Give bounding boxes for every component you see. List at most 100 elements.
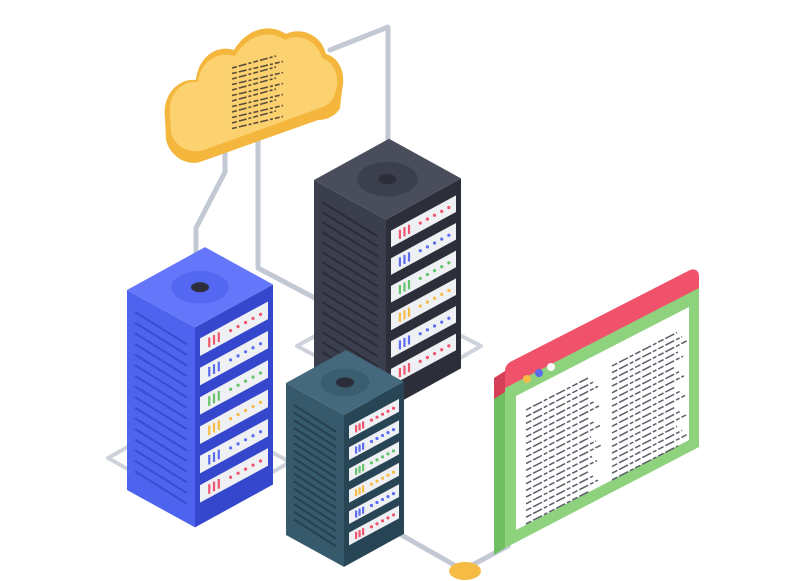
drive-bay bbox=[391, 250, 456, 303]
window-text-line bbox=[525, 396, 590, 431]
drive-indicator-bar bbox=[358, 529, 361, 538]
server-vent-line bbox=[134, 406, 188, 441]
server-vent-line bbox=[321, 251, 379, 288]
drive-led bbox=[440, 265, 444, 269]
drive-led bbox=[243, 438, 248, 442]
server-vent-line bbox=[321, 261, 379, 298]
drive-indicator-bar bbox=[212, 481, 216, 492]
window-text-line bbox=[525, 475, 594, 512]
drive-led bbox=[369, 482, 374, 486]
cloud-icon bbox=[164, 28, 344, 163]
drive-led bbox=[432, 241, 437, 245]
drive-led bbox=[375, 415, 379, 419]
drive-led bbox=[258, 342, 263, 346]
server-vent-line bbox=[321, 201, 379, 238]
drive-indicator-bar bbox=[403, 365, 406, 375]
drive-led bbox=[369, 525, 374, 529]
server-vent-line bbox=[321, 241, 379, 278]
drive-led bbox=[418, 332, 422, 336]
drive-led bbox=[391, 470, 396, 474]
server-vent-line bbox=[134, 311, 188, 346]
drive-bay bbox=[349, 484, 399, 525]
drive-indicator-bar bbox=[355, 531, 358, 539]
window-text-line bbox=[611, 410, 682, 448]
drive-led bbox=[380, 412, 385, 416]
drive-indicator-bar bbox=[358, 465, 361, 474]
drive-led bbox=[243, 379, 248, 383]
cloud-top-face bbox=[169, 34, 338, 152]
drive-led bbox=[251, 404, 255, 409]
browser-window-icon bbox=[494, 269, 699, 555]
drive-led bbox=[236, 412, 240, 417]
cloud-text-lines bbox=[231, 55, 284, 130]
drive-led bbox=[251, 316, 255, 321]
drive-indicator-bar bbox=[407, 307, 411, 317]
drive-led bbox=[243, 467, 248, 471]
window-text-line bbox=[611, 375, 685, 414]
window-dot bbox=[535, 369, 543, 377]
drive-led bbox=[375, 436, 379, 441]
window-text-line bbox=[525, 405, 600, 445]
drive-led bbox=[369, 418, 374, 422]
drive-led bbox=[229, 416, 233, 421]
drive-led bbox=[236, 383, 240, 387]
drive-indicator-bar bbox=[217, 390, 220, 401]
server-vent-line bbox=[134, 470, 188, 505]
drive-led bbox=[380, 519, 385, 523]
window-dot bbox=[523, 375, 531, 383]
window-text-line bbox=[525, 385, 599, 425]
window-text-line bbox=[525, 471, 589, 505]
drive-indicator-bar bbox=[398, 312, 401, 322]
drive-led bbox=[432, 324, 437, 328]
drive-led bbox=[425, 355, 429, 360]
drive-indicator-bar bbox=[358, 444, 361, 452]
server-vent-line bbox=[293, 411, 337, 441]
drive-indicator-bar bbox=[362, 464, 365, 472]
window-text-line bbox=[525, 455, 593, 492]
drive-led bbox=[418, 304, 422, 308]
window-header-side bbox=[494, 371, 505, 399]
window-text-line bbox=[525, 424, 601, 465]
drive-bay bbox=[349, 398, 399, 439]
drive-led bbox=[380, 476, 385, 480]
server-vent-line bbox=[293, 510, 337, 540]
server-vent-line bbox=[293, 419, 337, 448]
drive-indicator-bar bbox=[407, 252, 411, 262]
server-port-icon bbox=[378, 174, 397, 185]
drive-bay bbox=[349, 505, 399, 546]
drive-led bbox=[243, 320, 248, 325]
drive-led bbox=[369, 503, 374, 508]
server-vent-line bbox=[321, 281, 379, 318]
drive-led bbox=[229, 446, 233, 450]
drive-indicator-bar bbox=[208, 396, 211, 406]
drive-indicator-bar bbox=[403, 310, 406, 320]
drive-led bbox=[386, 430, 390, 435]
drive-led bbox=[432, 213, 437, 217]
drive-led bbox=[369, 439, 374, 444]
drive-indicator-bar bbox=[362, 485, 365, 493]
drive-led bbox=[440, 320, 444, 324]
drive-led bbox=[251, 346, 255, 350]
window-text-line bbox=[525, 490, 590, 525]
cloud-text-line bbox=[231, 104, 284, 119]
drive-led bbox=[447, 316, 451, 320]
window-text-line bbox=[611, 351, 679, 387]
drive-indicator-bar bbox=[212, 334, 216, 345]
drive-led bbox=[229, 358, 233, 362]
drive-led bbox=[236, 354, 240, 358]
server-vent-line bbox=[293, 480, 337, 509]
server-teal bbox=[286, 350, 404, 567]
window-text-line bbox=[611, 394, 686, 434]
drive-indicator-bar bbox=[208, 454, 211, 465]
window-text-line bbox=[611, 386, 676, 421]
drive-indicator-bar bbox=[358, 423, 361, 431]
server-vent-line bbox=[293, 457, 337, 487]
drive-led bbox=[432, 296, 437, 300]
server-port-icon bbox=[191, 282, 209, 293]
server-vent-line bbox=[134, 364, 188, 399]
drive-led bbox=[440, 237, 444, 241]
drive-indicator-bar bbox=[355, 446, 358, 454]
cloud-text-line bbox=[231, 77, 277, 91]
server-vent-line bbox=[134, 332, 188, 367]
drive-led bbox=[447, 261, 451, 265]
